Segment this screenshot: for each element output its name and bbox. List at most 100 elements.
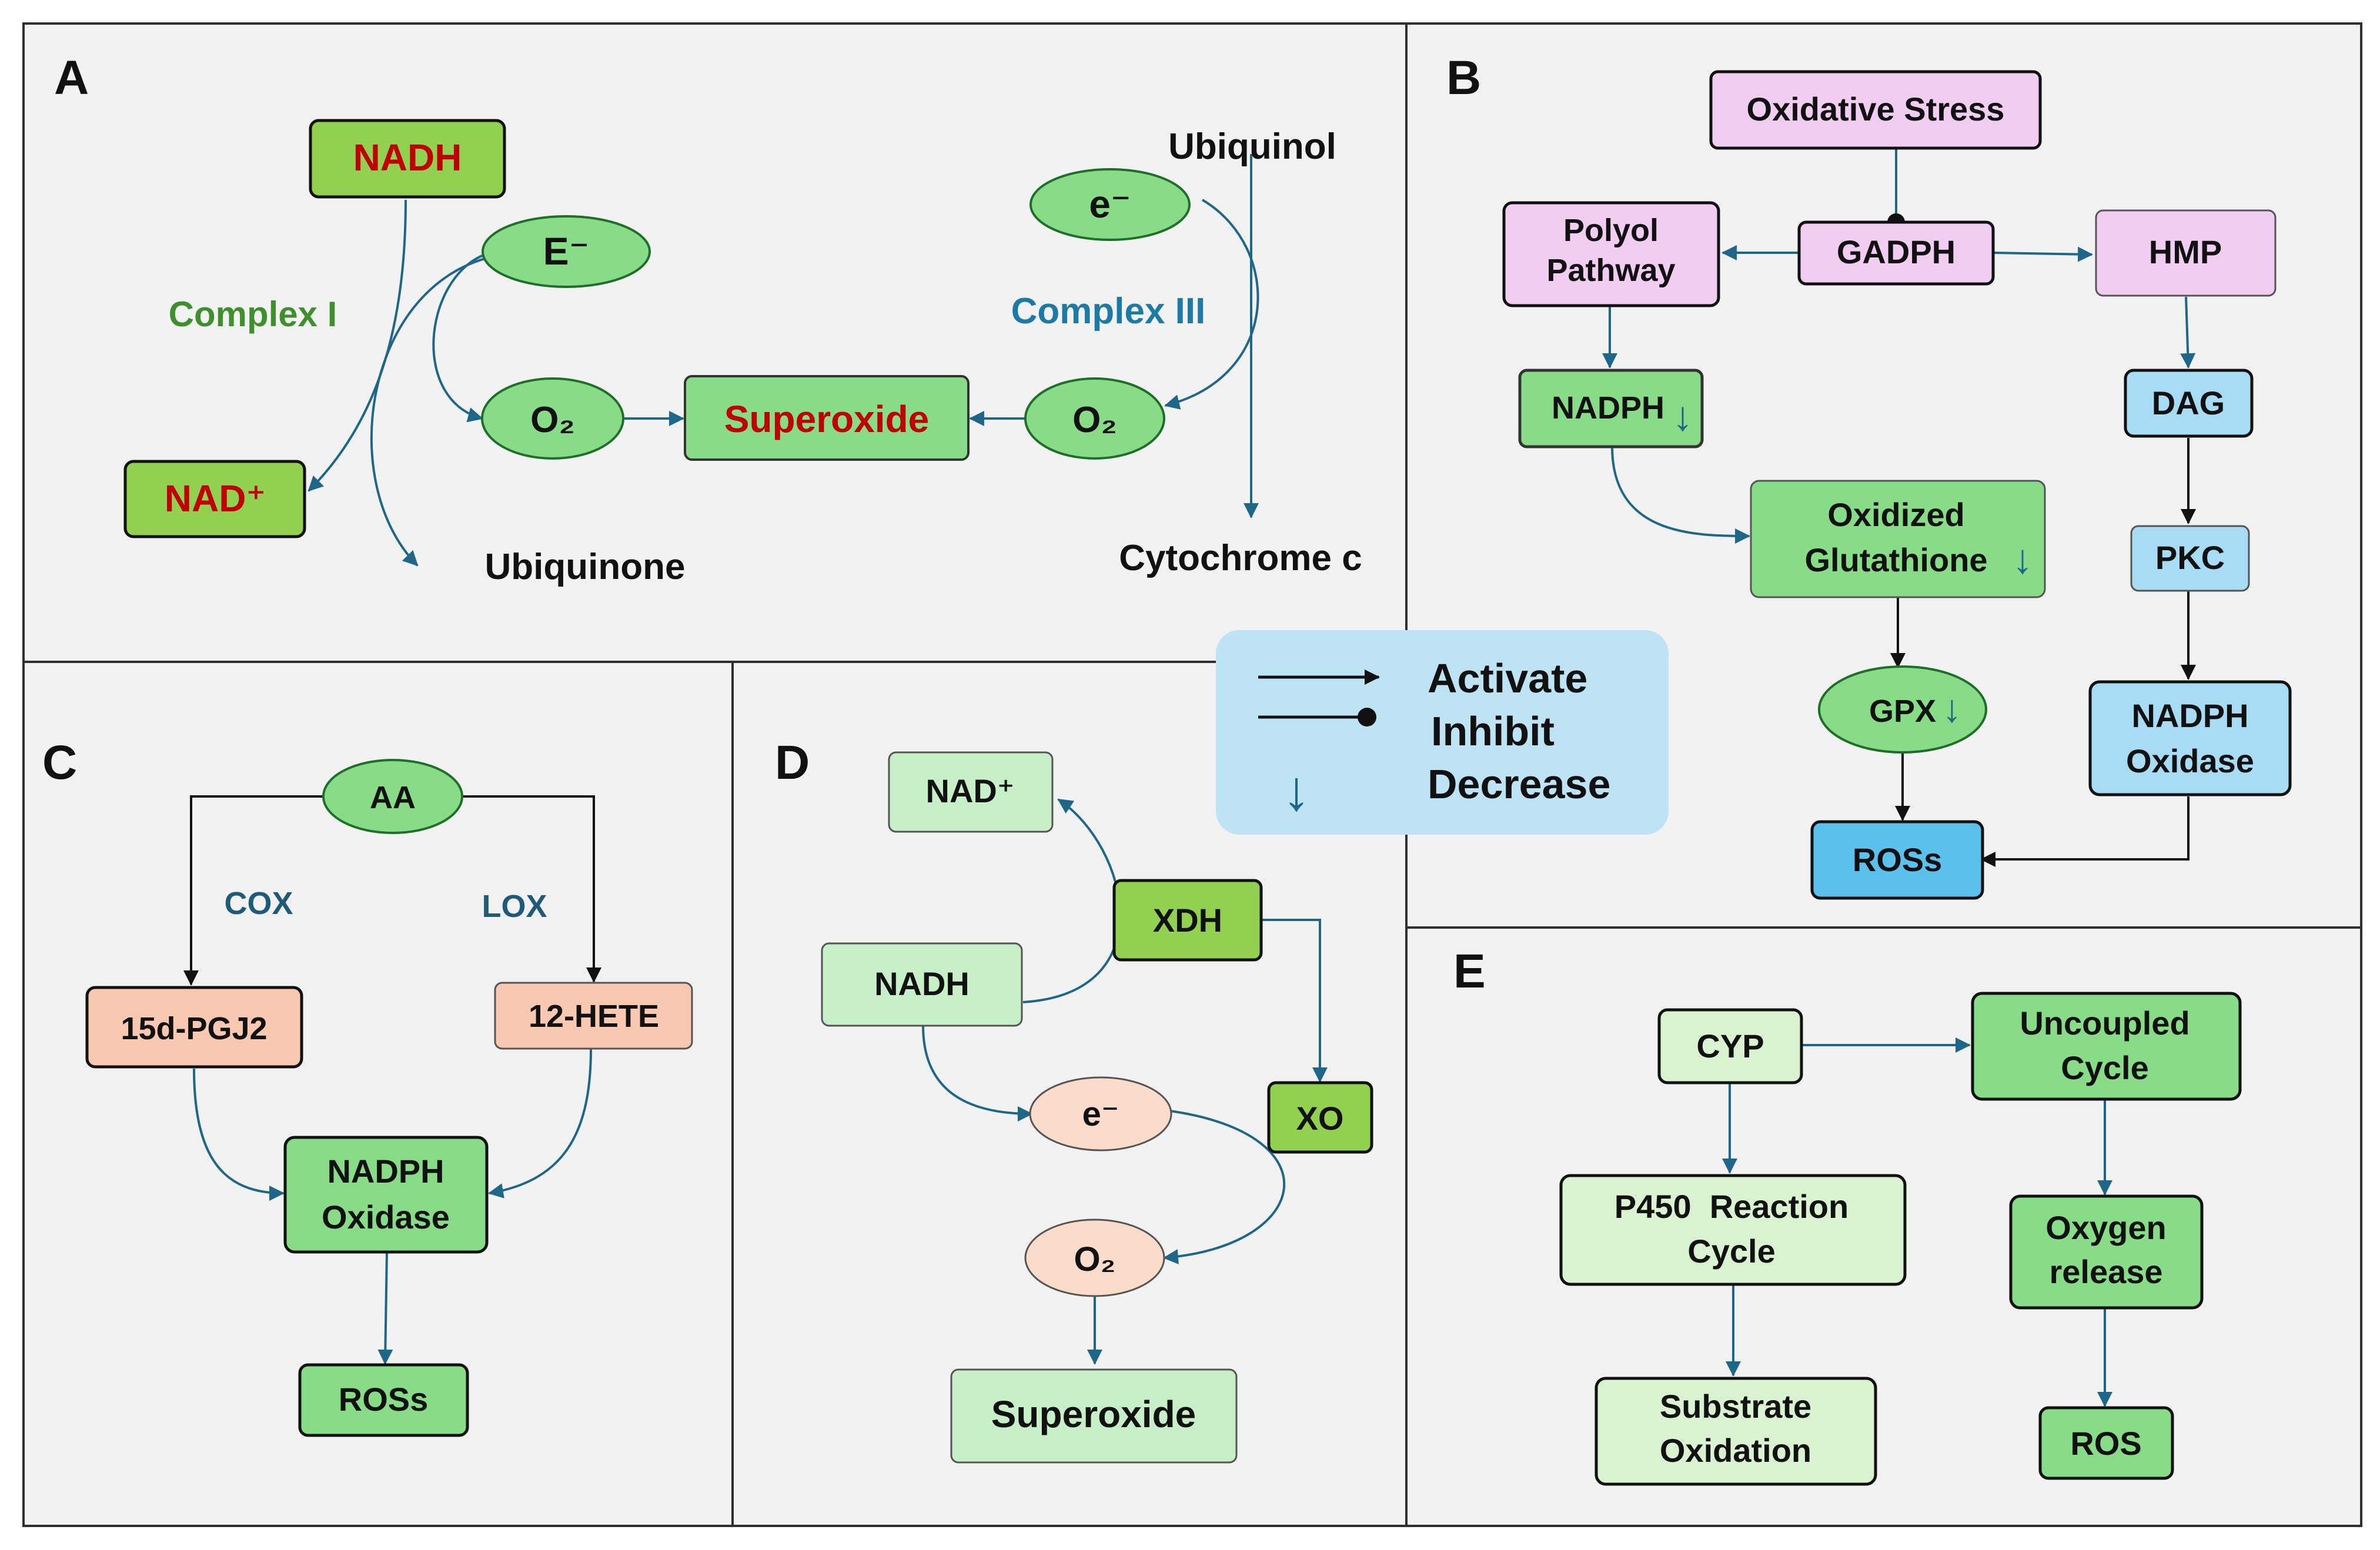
electron-node-d bbox=[1029, 1076, 1172, 1151]
nadph-oxidase-box-b bbox=[2088, 680, 2292, 796]
panel-c-letter: C bbox=[42, 736, 77, 789]
gpx-node bbox=[1818, 665, 1987, 754]
electron-node-right bbox=[1029, 168, 1191, 241]
panel-d: D NAD⁺ XDH NADH e⁻ XO O₂ Superoxide bbox=[775, 736, 1373, 1464]
o2-label-right: O₂ bbox=[1072, 400, 1117, 440]
nadph-decrease-icon: ↓ bbox=[1673, 393, 1693, 439]
cyp-box bbox=[1657, 1008, 1803, 1084]
nadh-label-d: NADH bbox=[874, 965, 970, 1002]
polyol-label-line2: Pathway bbox=[1546, 253, 1675, 288]
substrate-oxidation-label-line2: Oxidation bbox=[1660, 1432, 1811, 1469]
arrow-nadph-oxidase-to-ross-c bbox=[377, 1251, 393, 1365]
nadph-oxidase-label-c-line2: Oxidase bbox=[322, 1199, 450, 1236]
panel-a: A NADH E⁻ Complex I NAD⁺ O₂ Superoxide O… bbox=[54, 51, 1362, 587]
nadph-label: NADPH bbox=[1552, 390, 1664, 426]
nadh-box bbox=[309, 119, 506, 199]
xo-box bbox=[1267, 1081, 1373, 1154]
p450-label-line1: P450 Reaction bbox=[1614, 1188, 1848, 1225]
electron-label-right: e⁻ bbox=[1089, 182, 1131, 226]
nadh-box-d bbox=[821, 942, 1023, 1027]
hmp-box bbox=[2095, 209, 2277, 297]
o2-label-left: O₂ bbox=[530, 400, 575, 440]
electron-node-left bbox=[482, 215, 651, 288]
arrow-nadph-to-glutathione bbox=[1611, 446, 1750, 544]
gpx-label: GPX bbox=[1869, 694, 1936, 729]
ubiquinone-label: Ubiquinone bbox=[485, 547, 686, 587]
oxidized-glutathione-label-line1: Oxidized bbox=[1827, 496, 1964, 533]
panel-a-letter: A bbox=[54, 51, 89, 105]
arrow-hete-to-nadph-oxidase bbox=[488, 1049, 592, 1199]
nadph-oxidase-label-c-line1: NADPH bbox=[327, 1153, 444, 1190]
arrow-e-to-ubiquinone bbox=[370, 255, 497, 567]
legend: ↓ Activate Inhibit Decrease bbox=[1216, 630, 1669, 835]
oxidative-stress-box bbox=[1709, 70, 2042, 150]
oxygen-release-box bbox=[2009, 1194, 2204, 1310]
cox-label: COX bbox=[224, 886, 293, 921]
nadph-oxidase-label-b-line1: NADPH bbox=[2131, 697, 2248, 734]
panel-c: C AA COX LOX 15d-PGJ2 12-HETE NADPH Oxid… bbox=[42, 736, 693, 1437]
arrow-electron-to-o2 bbox=[1163, 1110, 1286, 1265]
oxidized-glutathione-box bbox=[1750, 480, 2046, 598]
line-aa-to-hete bbox=[462, 795, 601, 983]
pgj2-label: 15d-PGJ2 bbox=[121, 1011, 267, 1046]
arrow-pgj2-to-nadph-oxidase bbox=[193, 1068, 285, 1201]
nad-plus-label: NAD⁺ bbox=[165, 477, 266, 520]
o2-node-left bbox=[481, 377, 624, 460]
nad-plus-box-d bbox=[888, 751, 1054, 833]
ross-box-c bbox=[298, 1363, 469, 1437]
cyp-label: CYP bbox=[1696, 1027, 1764, 1064]
gadph-label: GADPH bbox=[1837, 233, 1956, 270]
legend-decrease-label: Decrease bbox=[1428, 761, 1610, 807]
arrow-nadph-oxidase-to-ross bbox=[1980, 796, 2190, 867]
uncoupled-label-line1: Uncoupled bbox=[2020, 1005, 2190, 1042]
superoxide-label: Superoxide bbox=[724, 398, 930, 440]
legend-inhibit-label: Inhibit bbox=[1431, 708, 1555, 754]
legend-box bbox=[1216, 630, 1669, 835]
ross-label-c: ROSs bbox=[339, 1381, 429, 1418]
arrow-nadh-to-electron bbox=[922, 1025, 1033, 1122]
ros-label-e: ROS bbox=[2070, 1425, 2141, 1462]
arrow-hmp-to-dag bbox=[2180, 296, 2196, 369]
substrate-oxidation-label-line1: Substrate bbox=[1660, 1388, 1811, 1425]
nadph-oxidase-box-c bbox=[283, 1136, 489, 1254]
panel-b: B Oxidative Stress Polyol Pathway GADPH … bbox=[1446, 51, 2292, 900]
legend-activate-label: Activate bbox=[1428, 655, 1587, 701]
xdh-box bbox=[1112, 879, 1263, 962]
gadph-box bbox=[1797, 220, 1995, 286]
ross-box-b bbox=[1810, 820, 1984, 900]
legend-decrease-arrow-icon: ↓ bbox=[1282, 759, 1311, 822]
oxygen-release-label-line1: Oxygen bbox=[2045, 1209, 2166, 1246]
substrate-oxidation-box bbox=[1595, 1377, 1877, 1486]
hmp-label: HMP bbox=[2149, 233, 2222, 270]
dag-box bbox=[2124, 369, 2254, 438]
nadph-box bbox=[1518, 369, 1704, 448]
o2-label-d: O₂ bbox=[1074, 1240, 1116, 1278]
aa-label: AA bbox=[370, 780, 416, 815]
complex3-label: Complex III bbox=[1011, 291, 1206, 332]
uncoupled-label-line2: Cycle bbox=[2061, 1049, 2148, 1086]
superoxide-box-d bbox=[950, 1368, 1238, 1464]
glutathione-decrease-icon: ↓ bbox=[2013, 536, 2033, 582]
electron-label-left: E⁻ bbox=[543, 229, 590, 273]
o2-node-right bbox=[1024, 377, 1165, 460]
xo-label: XO bbox=[1296, 1100, 1344, 1137]
pkc-label: PKC bbox=[2155, 539, 2225, 576]
line-aa-to-pgj2 bbox=[183, 795, 326, 986]
gpx-decrease-icon: ↓ bbox=[1943, 687, 1962, 730]
uncoupled-box bbox=[1971, 992, 2242, 1101]
oxidized-glutathione-label-line2: Glutathione bbox=[1804, 541, 1987, 578]
arrow-e-to-o2 bbox=[432, 255, 483, 423]
ubiquinol-label: Ubiquinol bbox=[1168, 126, 1336, 167]
arrow-xdh-to-xo bbox=[1261, 919, 1328, 1083]
oxidative-stress-label: Oxidative Stress bbox=[1747, 91, 2005, 128]
superoxide-box bbox=[684, 375, 970, 461]
arrow-e-to-o2right bbox=[1164, 199, 1259, 410]
complex1-label: Complex I bbox=[169, 294, 337, 334]
polyol-label-line1: Polyol bbox=[1563, 213, 1659, 248]
oxygen-release-label-line2: release bbox=[2049, 1253, 2162, 1290]
aa-node bbox=[322, 759, 463, 834]
xdh-label: XDH bbox=[1153, 902, 1222, 939]
dag-label: DAG bbox=[2152, 384, 2225, 421]
nad-plus-box bbox=[123, 460, 306, 538]
